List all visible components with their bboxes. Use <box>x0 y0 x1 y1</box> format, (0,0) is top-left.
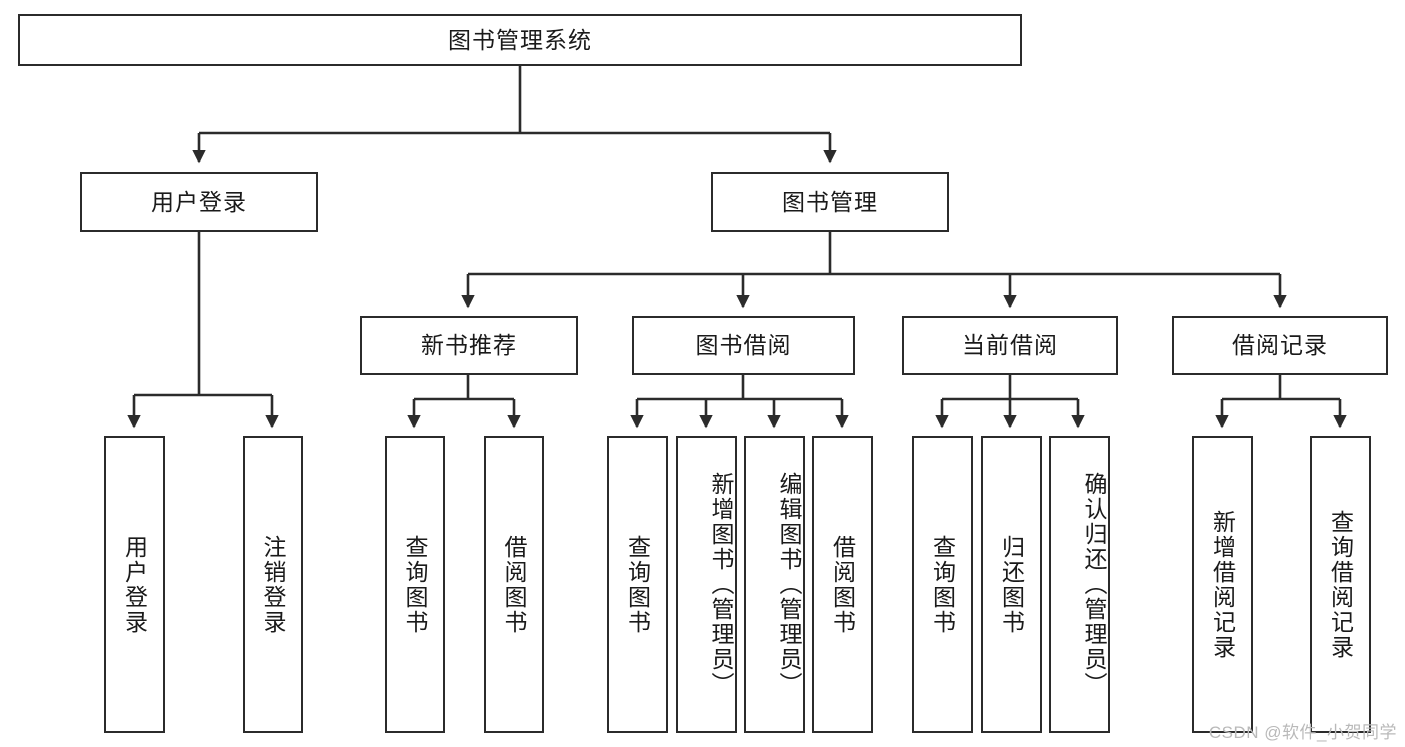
node-label: 借阅图书 <box>829 534 856 635</box>
node-label: 新增图书（管理员） <box>708 472 734 697</box>
node-label: 用户登录 <box>121 534 148 635</box>
node-new-book-recommend[interactable]: 新书推荐 <box>360 316 578 375</box>
leaf-borrow-record-add-record[interactable]: 新增借阅记录 <box>1192 436 1253 733</box>
node-label: 确认归还（管理员） <box>1081 472 1107 697</box>
leaf-book-borrow-borrow-book[interactable]: 借阅图书 <box>812 436 873 733</box>
node-label: 新书推荐 <box>421 332 517 358</box>
node-book-borrow[interactable]: 图书借阅 <box>632 316 855 375</box>
node-label: 当前借阅 <box>962 332 1058 358</box>
leaf-borrow-record-query-record[interactable]: 查询借阅记录 <box>1310 436 1371 733</box>
node-label: 图书借阅 <box>695 332 792 358</box>
node-label: 用户登录 <box>151 188 247 215</box>
node-user-login[interactable]: 用户登录 <box>80 172 318 232</box>
leaf-new-book-query-book[interactable]: 查询图书 <box>385 436 445 733</box>
node-label: 图书管理 <box>782 188 878 215</box>
node-label: 编辑图书（管理员） <box>776 472 802 697</box>
watermark-text: CSDN @软件_小贺同学 <box>1208 723 1397 742</box>
leaf-current-borrow-confirm-return-admin[interactable]: 确认归还（管理员） <box>1049 436 1110 733</box>
node-label: 归还图书 <box>998 534 1025 635</box>
leaf-current-borrow-return-book[interactable]: 归还图书 <box>981 436 1042 733</box>
node-label: 注销登录 <box>260 534 287 635</box>
node-label: 查询图书 <box>929 534 956 635</box>
node-label: 新增借阅记录 <box>1209 509 1236 660</box>
node-label: 查询借阅记录 <box>1327 509 1354 660</box>
node-label: 借阅记录 <box>1232 332 1328 358</box>
leaf-book-borrow-add-book-admin[interactable]: 新增图书（管理员） <box>676 436 737 733</box>
leaf-book-borrow-query-book[interactable]: 查询图书 <box>607 436 668 733</box>
node-root-book-management-system[interactable]: 图书管理系统 <box>18 14 1022 66</box>
node-label: 查询图书 <box>624 534 651 635</box>
node-book-management[interactable]: 图书管理 <box>711 172 949 232</box>
leaf-user-login-login[interactable]: 用户登录 <box>104 436 165 733</box>
leaf-user-login-logout[interactable]: 注销登录 <box>243 436 303 733</box>
node-label: 借阅图书 <box>501 534 528 635</box>
node-label: 查询图书 <box>402 534 429 635</box>
leaf-current-borrow-query-book[interactable]: 查询图书 <box>912 436 973 733</box>
leaf-book-borrow-edit-book-admin[interactable]: 编辑图书（管理员） <box>744 436 805 733</box>
leaf-new-book-borrow-book[interactable]: 借阅图书 <box>484 436 544 733</box>
node-borrow-record[interactable]: 借阅记录 <box>1172 316 1388 375</box>
node-label: 图书管理系统 <box>448 26 592 53</box>
node-current-borrow[interactable]: 当前借阅 <box>902 316 1118 375</box>
